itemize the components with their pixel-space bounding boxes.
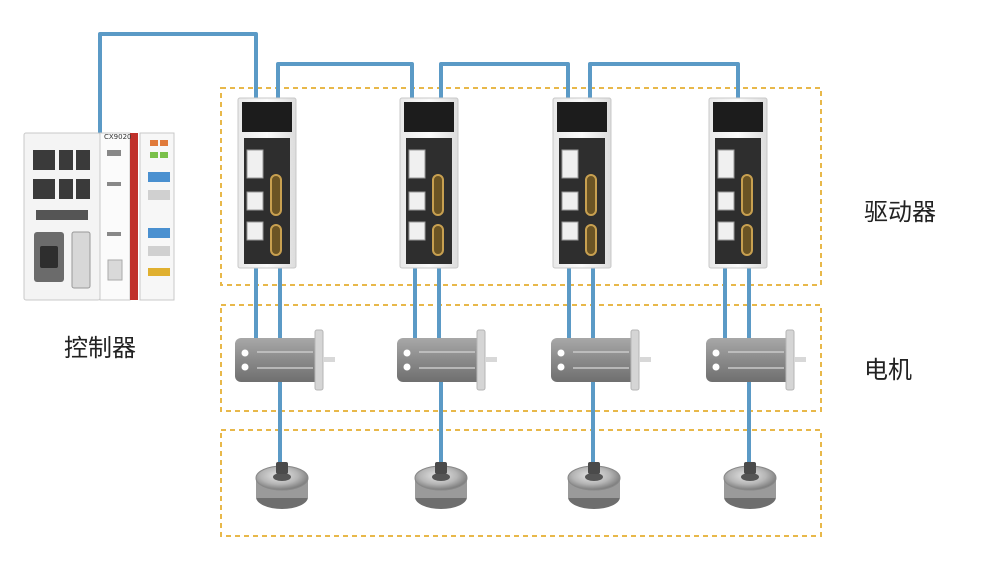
encoder-group-box [220, 429, 822, 537]
servo-driver [552, 97, 612, 269]
servo-driver [708, 97, 768, 269]
encoder-cables [278, 380, 751, 470]
drivers [237, 97, 768, 269]
servo-motor [397, 329, 497, 391]
servo-driver [237, 97, 297, 269]
encoder [255, 462, 309, 509]
controller-model-text: CX9020 [104, 133, 132, 141]
driver-group-box [220, 87, 822, 286]
servo-driver [399, 97, 459, 269]
controller-device [23, 132, 175, 301]
encoders [255, 462, 777, 509]
servo-motor [235, 329, 335, 391]
encoder [567, 462, 621, 509]
servo-motor [706, 329, 806, 391]
motor-group-box [220, 304, 822, 412]
bus-cables [98, 32, 740, 133]
encoder [414, 462, 468, 509]
motors [235, 329, 806, 391]
encoder [723, 462, 777, 509]
servo-motor [551, 329, 651, 391]
controller-label: 控制器 [64, 334, 136, 362]
motors-label: 电机 [864, 356, 912, 384]
motor-cables [254, 268, 751, 340]
drivers-label: 驱动器 [864, 198, 936, 226]
